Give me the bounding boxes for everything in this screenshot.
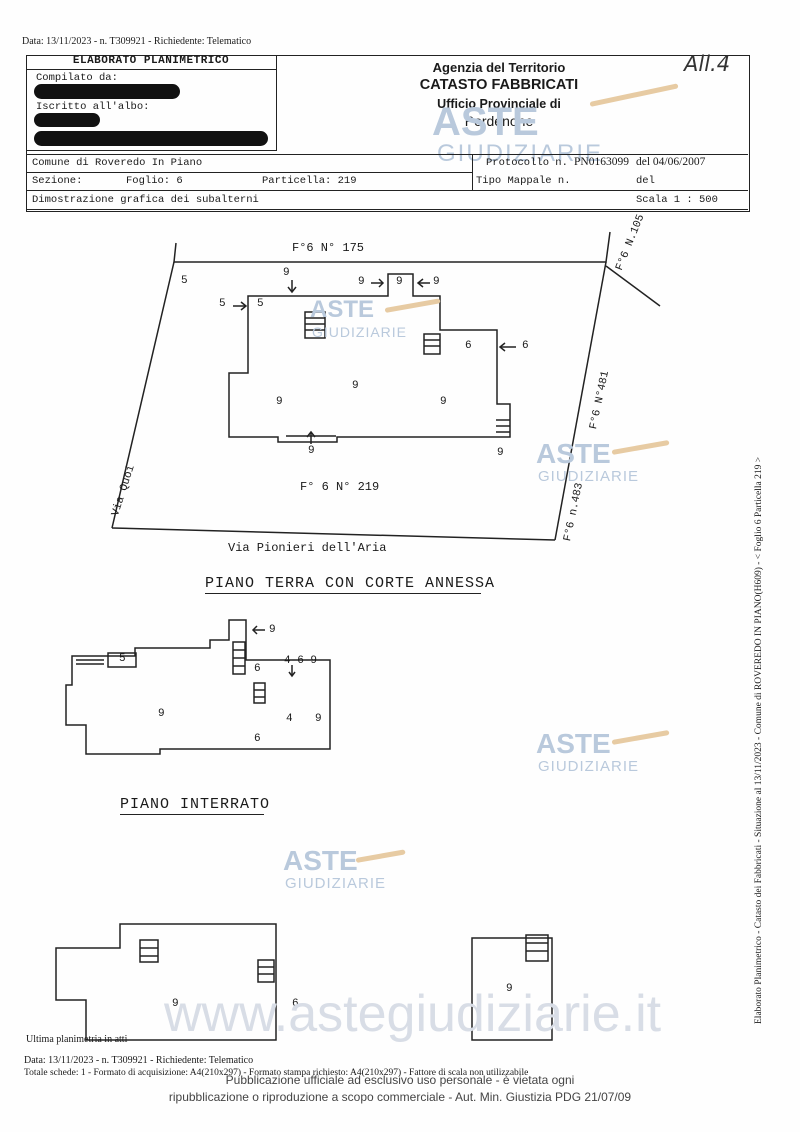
elaborato-title: ELABORATO PLANIMETRICO (26, 55, 276, 70)
protocollo-value: PN0163099 (574, 156, 629, 168)
watermark-aste-4: ASTE (536, 728, 611, 759)
ground-sub-5-a: 5 (181, 275, 188, 287)
basement-sub-9-a: 9 (269, 624, 276, 636)
ground-sub-9-g: 9 (440, 396, 447, 408)
protocollo-label: Protocollo n. (486, 157, 568, 169)
ground-sub-6-b: 6 (522, 340, 529, 352)
request-info: Data: 13/11/2023 - n. T309921 - Richiede… (22, 36, 252, 47)
label-via-pionieri: Via Pionieri dell'Aria (228, 541, 387, 555)
underline-piano-terra (205, 593, 481, 594)
iscritto-label: Iscritto all'albo: (36, 101, 150, 113)
disclaimer-1: Pubblicazione ufficiale ad esclusivo uso… (225, 1073, 575, 1087)
ground-sub-9-c: 9 (396, 276, 403, 288)
ground-sub-9-i: 9 (497, 447, 504, 459)
elaborato-box: ELABORATO PLANIMETRICO Compilato da: Isc… (26, 55, 277, 151)
ground-sub-9-e: 9 (352, 380, 359, 392)
redacted-name (34, 84, 180, 99)
watermark-giudiziarie-2: GIUDIZIARIE (312, 324, 408, 340)
building-upper-outline (55, 923, 277, 1041)
ufficio-provinciale: Ufficio Provinciale di (437, 97, 561, 111)
scala: Scala 1 : 500 (636, 194, 718, 206)
title-piano-terra: PIANO TERRA CON CORTE ANNESSA (205, 575, 496, 592)
lot-west-boundary (111, 261, 175, 529)
basement-sub-9-c: 9 (315, 713, 322, 725)
lot-north-boundary (173, 231, 611, 263)
agency-name: Agenzia del Territorio (432, 60, 566, 75)
catasto-fabbricati: CATASTO FABBRICATI (419, 77, 579, 93)
watermark-giudiziarie-3: GIUDIZIARIE (538, 468, 640, 485)
row-divider-3 (26, 190, 748, 191)
basement-sub-4: 4 (286, 713, 293, 725)
side-caption: Elaborato Planimetrico - Catasto dei Fab… (754, 456, 764, 1024)
label-north-parcel: F°6 N° 175 (292, 241, 365, 255)
watermark-aste-5: ASTE (283, 845, 358, 876)
title-piano-interrato: PIANO INTERRATO (120, 796, 271, 813)
watermark-giudiziarie-5: GIUDIZIARIE (285, 875, 387, 892)
building-small-outline (471, 937, 553, 1041)
upper-sub-9: 9 (172, 998, 179, 1010)
pordenone: Pordenone (464, 113, 534, 129)
tipo-del: del (636, 175, 655, 187)
basement-sub-6-b: 6 (254, 733, 261, 745)
stair-upper-2 (257, 959, 275, 983)
basement-room-5 (107, 652, 137, 668)
comune: Comune di Roveredo In Piano (32, 157, 203, 169)
row-divider-2 (26, 172, 472, 173)
watermark-aste-2: ASTE (310, 296, 375, 323)
redacted-albo (34, 113, 100, 127)
watermark-aste-3: ASTE (536, 438, 611, 469)
underline-piano-interrato (120, 814, 264, 815)
building-basement-outline (65, 619, 331, 755)
dimostrazione: Dimostrazione grafica dei subalterni (32, 194, 259, 206)
tipo-mappale: Tipo Mappale n. (476, 175, 571, 187)
ground-sub-9-h: 9 (308, 445, 315, 457)
row-divider-4 (26, 209, 748, 210)
label-parcel-219: F° 6 N° 219 (300, 480, 380, 494)
small-sub-9: 9 (506, 983, 513, 995)
redacted-address (34, 131, 268, 146)
watermark-aste: ASTE (432, 100, 539, 144)
footer-totale: Totale schede: 1 - Formato di acquisizio… (24, 1068, 529, 1078)
ground-sub-9-f: 9 (276, 396, 283, 408)
watermark-site: www.astegiudiziarie.it (164, 985, 662, 1043)
ground-sub-9-b: 9 (358, 276, 365, 288)
stair-ground-2 (423, 333, 441, 355)
ultima-planimetria: Ultima planimetria in atti (26, 1034, 128, 1045)
foglio: Foglio: 6 (126, 175, 183, 187)
sezione: Sezione: (32, 175, 83, 187)
disclaimer-2: ripubblicazione o riproduzione a scopo c… (168, 1090, 632, 1104)
basement-sub-6-a: 6 (254, 663, 261, 675)
handwritten-note: All.4 (684, 52, 731, 76)
stair-small (525, 934, 549, 962)
basement-sub-469: 4-6-9 (284, 655, 318, 667)
lot-ne-line (605, 265, 661, 307)
ground-sub-9-d: 9 (433, 276, 440, 288)
watermark-giudiziarie: GIUDIZIARIE (437, 140, 604, 167)
stair-basement-2 (253, 682, 266, 704)
ground-sub-9-a: 9 (283, 267, 290, 279)
watermark-giudiziarie-4: GIUDIZIARIE (538, 758, 640, 775)
footer-data: Data: 13/11/2023 - n. T309921 - Richiede… (24, 1055, 254, 1066)
header-frame (26, 55, 750, 212)
basement-sub-5: 5 (119, 653, 126, 665)
ground-sub-6-a: 6 (465, 340, 472, 352)
upper-sub-6: 6 (292, 998, 299, 1010)
basement-sub-9-b: 9 (158, 708, 165, 720)
row-divider-1 (26, 154, 748, 155)
lot-east-boundary (554, 261, 607, 541)
stair-upper-1 (139, 939, 159, 963)
lot-south-boundary (111, 527, 556, 541)
protocollo-date: del 04/06/2007 (636, 156, 706, 168)
ground-sub-5-b: 5 (219, 298, 226, 310)
col-divider (472, 154, 473, 190)
particella: Particella: 219 (262, 175, 357, 187)
building-ground-outline (228, 273, 511, 443)
ground-sub-5-c: 5 (257, 298, 264, 310)
compilato-label: Compilato da: (36, 72, 118, 84)
stair-ground-1 (304, 311, 326, 339)
